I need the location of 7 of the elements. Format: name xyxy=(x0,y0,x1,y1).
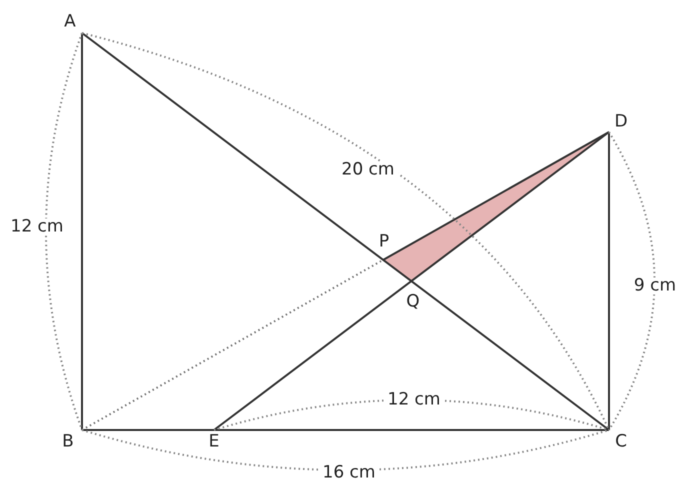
vertex-label: P xyxy=(378,234,390,250)
vertex-label: E xyxy=(208,434,220,450)
vertex-label: B xyxy=(62,434,74,450)
vertex-label: D xyxy=(614,114,628,130)
vertex-label: A xyxy=(64,14,76,30)
vertex-label: Q xyxy=(406,294,420,310)
vertex-label: C xyxy=(615,434,627,450)
